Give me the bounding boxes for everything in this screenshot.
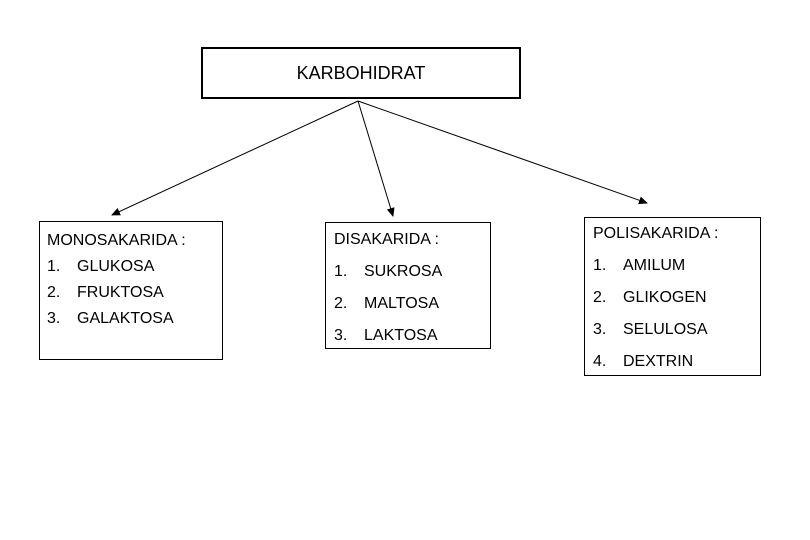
list-item-label: GALAKTOSA <box>77 310 174 327</box>
list-item: 3. LAKTOSA <box>334 320 490 352</box>
list-item-label: LAKTOSA <box>364 327 438 344</box>
list-item-number: 4. <box>593 353 607 370</box>
list-item-number: 2. <box>334 295 348 312</box>
list-item: 3. SELULOSA <box>593 314 760 346</box>
list-item: 1. AMILUM <box>593 250 760 282</box>
list-item-number: 3. <box>334 327 348 344</box>
root-node-karbohidrat: KARBOHIDRAT <box>201 47 521 99</box>
list-item-label: FRUKTOSA <box>77 284 164 301</box>
list-item-number: 3. <box>593 321 607 338</box>
list-item: 2. MALTOSA <box>334 288 490 320</box>
polisakarida-heading: POLISAKARIDA : <box>593 225 719 242</box>
list-item: 1. SUKROSA <box>334 256 490 288</box>
list-item: 2. FRUKTOSA <box>47 280 222 306</box>
list-item-label: GLUKOSA <box>77 258 155 275</box>
list-item-number: 2. <box>47 284 61 301</box>
list-item-number: 2. <box>593 289 607 306</box>
node-disakarida: DISAKARIDA : 1. SUKROSA 2. MALTOSA 3. LAKTO… <box>325 222 491 349</box>
list-item-label: MALTOSA <box>364 295 439 312</box>
arrow-to-disakarida <box>357 100 395 217</box>
arrow-to-polisakarida <box>357 100 648 205</box>
list-item-label: SELULOSA <box>623 321 708 338</box>
list-item: 3. GALAKTOSA <box>47 306 222 332</box>
monosakarida-heading: MONOSAKARIDA : <box>47 232 186 249</box>
list-item: 2. GLIKOGEN <box>593 282 760 314</box>
arrow-to-monosakarida <box>111 100 359 216</box>
disakarida-heading: DISAKARIDA : <box>334 231 439 248</box>
list-item-label: GLIKOGEN <box>623 289 707 306</box>
list-item-number: 3. <box>47 310 61 327</box>
list-item-number: 1. <box>47 258 61 275</box>
list-item: 4. DEXTRIN <box>593 346 760 378</box>
list-item-label: SUKROSA <box>364 263 443 280</box>
list-item-number: 1. <box>334 263 348 280</box>
list-item-number: 1. <box>593 257 607 274</box>
node-polisakarida: POLISAKARIDA : 1. AMILUM 2. GLIKOGEN 3. SEL… <box>584 217 761 376</box>
node-monosakarida: MONOSAKARIDA : 1. GLUKOSA 2. FRUKTOSA 3. GA… <box>39 221 223 360</box>
list-item-label: AMILUM <box>623 257 686 274</box>
root-node-label: KARBOHIDRAT <box>296 62 426 83</box>
list-item-label: DEXTRIN <box>623 353 694 370</box>
list-item: 1. GLUKOSA <box>47 254 222 280</box>
